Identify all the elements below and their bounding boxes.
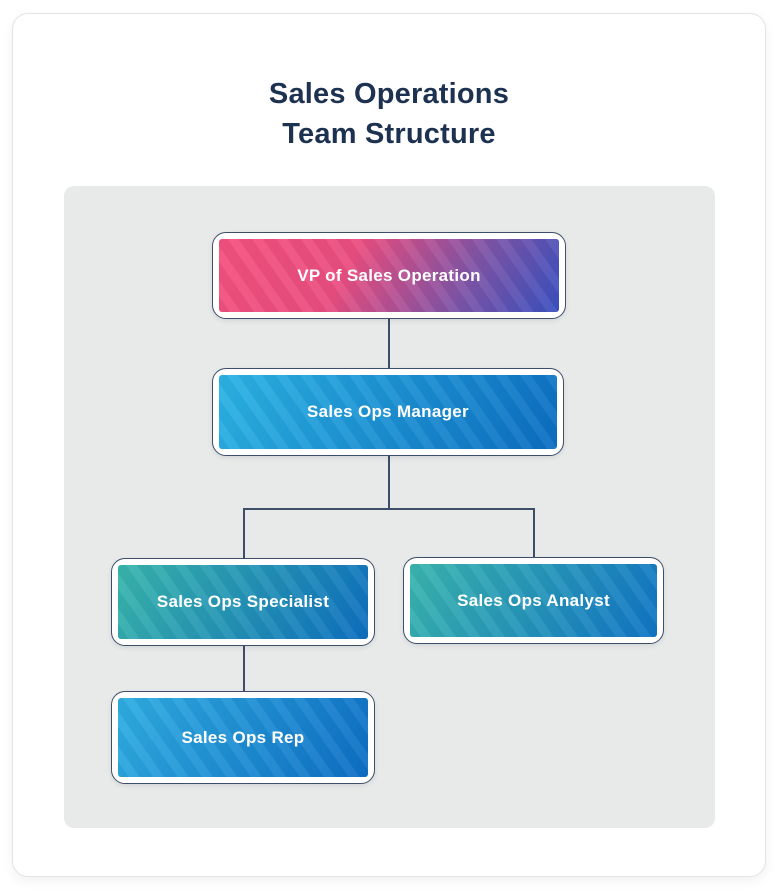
connector-to-specialist <box>243 508 245 558</box>
connector-specialist-to-rep <box>243 646 245 691</box>
org-node-rep-label: Sales Ops Rep <box>181 727 305 747</box>
org-node-analyst: Sales Ops Analyst <box>403 557 664 644</box>
org-node-rep: Sales Ops Rep <box>111 691 375 784</box>
org-node-manager-label: Sales Ops Manager <box>307 402 469 421</box>
org-node-vp: VP of Sales Operation <box>212 232 566 319</box>
org-node-rep-fill: Sales Ops Rep <box>118 698 368 777</box>
org-node-manager-fill: Sales Ops Manager <box>219 375 557 449</box>
org-node-analyst-fill: Sales Ops Analyst <box>410 564 657 637</box>
title-line-2: Team Structure <box>282 118 496 150</box>
org-node-specialist-fill: Sales Ops Specialist <box>118 565 368 639</box>
org-node-manager: Sales Ops Manager <box>212 368 564 456</box>
org-node-analyst-label: Sales Ops Analyst <box>457 590 610 610</box>
org-chart-panel: VP of Sales Operation Sales Ops Manager … <box>64 186 715 828</box>
connector-split-bar <box>243 508 534 510</box>
org-node-specialist: Sales Ops Specialist <box>111 558 375 646</box>
connector-vp-to-manager <box>388 319 390 368</box>
connector-to-analyst <box>533 508 535 557</box>
org-node-vp-label: VP of Sales Operation <box>297 265 481 285</box>
org-node-vp-fill: VP of Sales Operation <box>219 239 559 312</box>
connector-manager-stem <box>388 456 390 508</box>
title-line-1: Sales Operations <box>268 78 510 110</box>
org-node-specialist-label: Sales Ops Specialist <box>156 592 330 611</box>
